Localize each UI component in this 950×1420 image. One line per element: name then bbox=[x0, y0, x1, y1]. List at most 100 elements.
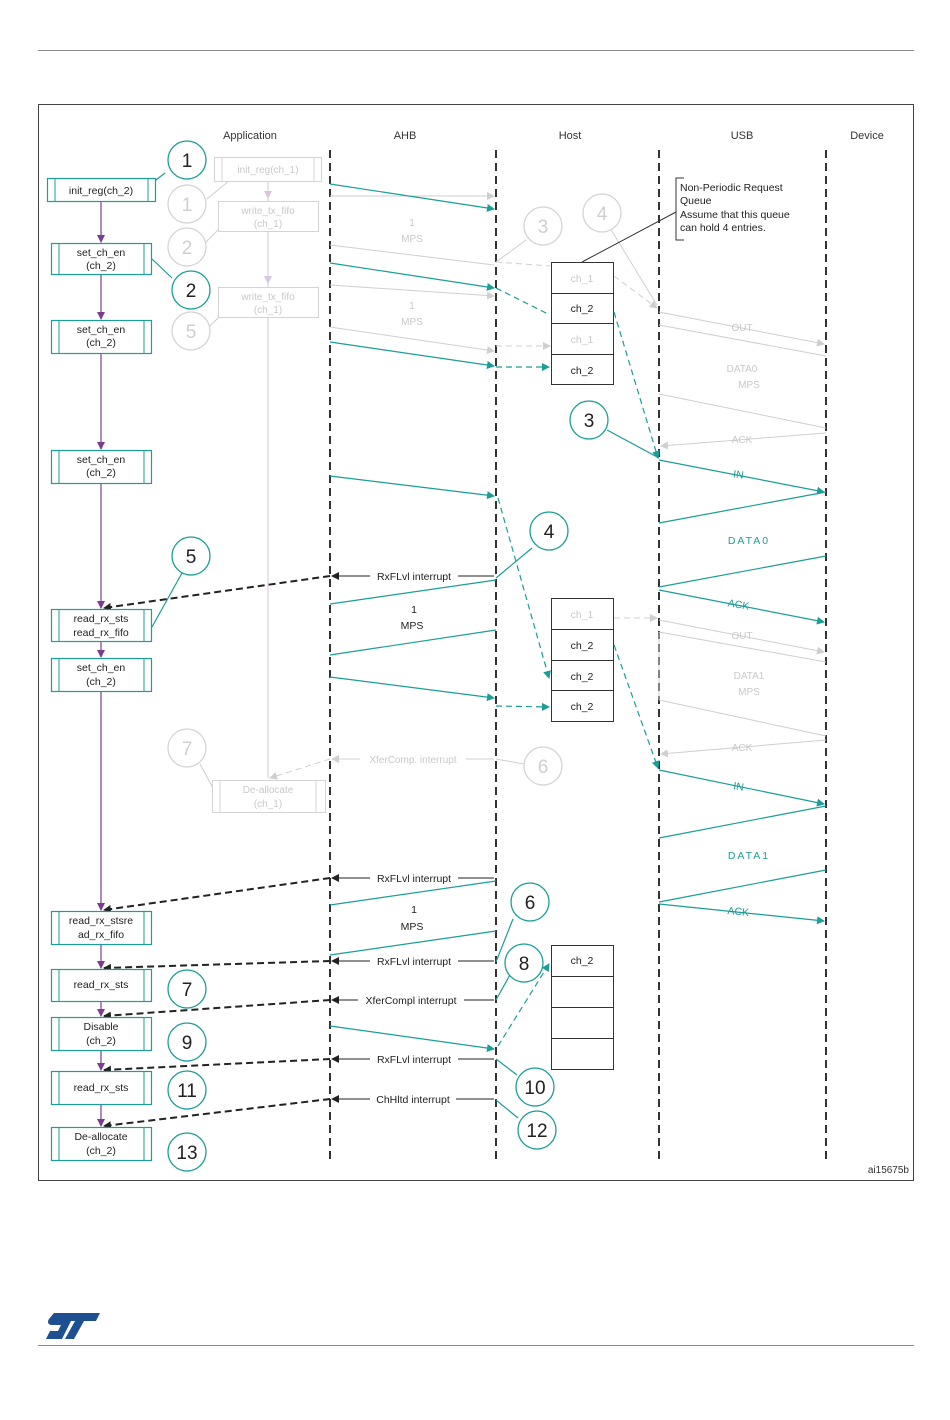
step-5: 5 bbox=[186, 547, 197, 568]
faded-step-2: 2 bbox=[182, 238, 193, 259]
ahb-mps-2-line2: MPS bbox=[401, 921, 424, 933]
queue-note-line4: can hold 4 entries. bbox=[680, 222, 766, 234]
faded-step-4: 4 bbox=[597, 204, 608, 225]
app-deallocate-line2: (ch_2) bbox=[86, 1145, 116, 1157]
faded-init-reg-ch1: init_reg(ch_1) bbox=[237, 165, 298, 176]
ahb-rxflvl-4: RxFLvl interrupt bbox=[377, 1054, 451, 1066]
app-read-rx-stsread-line2: ad_rx_fifo bbox=[78, 929, 124, 941]
app-set-ch-en-4-line2: (ch_2) bbox=[86, 676, 116, 688]
queue-note-line1: Non-Periodic Request bbox=[680, 182, 783, 194]
faded-step-6: 6 bbox=[538, 757, 549, 778]
column-header-host: Host bbox=[559, 130, 582, 142]
app-deallocate-line1: De-allocate bbox=[74, 1131, 127, 1143]
step-11: 11 bbox=[177, 1081, 197, 1102]
faded-deallocate-ch1-line2: (ch_1) bbox=[254, 799, 282, 810]
faded-mps2-line1: 1 bbox=[409, 301, 415, 312]
step-6: 6 bbox=[525, 893, 536, 914]
app-disable-line2: (ch_2) bbox=[86, 1035, 116, 1047]
usb-data1: DATA1 bbox=[728, 850, 770, 862]
faded-step-5: 5 bbox=[186, 322, 197, 343]
faded-mps2-line2: MPS bbox=[401, 317, 423, 328]
queue1-slot-2: ch_2 bbox=[571, 303, 594, 315]
app-set-ch-en-3-line1: set_ch_en bbox=[77, 454, 126, 466]
usb-data0: DATA0 bbox=[728, 535, 770, 547]
queue2-slot-4: ch_2 bbox=[571, 701, 594, 713]
ahb-xfercompl: XferCompl interrupt bbox=[365, 995, 456, 1007]
faded-mps1-line2: MPS bbox=[401, 234, 423, 245]
app-read-rx-sts-2: read_rx_sts bbox=[74, 1082, 129, 1094]
faded-step-7: 7 bbox=[182, 739, 193, 760]
page-bottom-rule bbox=[38, 1345, 914, 1346]
step-8: 8 bbox=[519, 954, 530, 975]
faded-step-3: 3 bbox=[538, 217, 549, 238]
faded-data0-line1: DATA0 bbox=[727, 364, 758, 375]
usb-in-1: IN bbox=[732, 468, 744, 481]
step-9: 9 bbox=[182, 1033, 193, 1054]
usb-ack-2: ACK bbox=[727, 905, 750, 919]
faded-deallocate-ch1-line1: De-allocate bbox=[243, 785, 294, 796]
app-set-ch-en-3-line2: (ch_2) bbox=[86, 467, 116, 479]
queue-note-line2: Queue bbox=[680, 195, 712, 207]
app-set-ch-en-2-line1: set_ch_en bbox=[77, 324, 126, 336]
step-13: 13 bbox=[176, 1143, 197, 1164]
request-queue-2: ch_1 ch_2 ch_2 ch_2 bbox=[551, 598, 614, 722]
faded-mps1-line1: 1 bbox=[409, 218, 415, 229]
faded-xfercomp-interrupt: XferComp. interrupt bbox=[369, 755, 456, 766]
ahb-mps-1-line1: 1 bbox=[411, 604, 417, 616]
step-7: 7 bbox=[182, 980, 193, 1001]
step-1: 1 bbox=[182, 151, 193, 172]
queue1-slot-4: ch_2 bbox=[571, 365, 594, 377]
faded-write-tx-fifo-2-line1: write_tx_fifo bbox=[240, 292, 295, 303]
app-set-ch-en-2-line2: (ch_2) bbox=[86, 337, 116, 349]
request-queue-3: ch_2 bbox=[551, 945, 614, 1070]
request-queue-1: ch_1 ch_2 ch_1 ch_2 bbox=[551, 262, 614, 385]
app-disable-line1: Disable bbox=[83, 1021, 118, 1033]
queue1-slot-1: ch_1 bbox=[571, 273, 594, 285]
step-12: 12 bbox=[526, 1121, 547, 1142]
queue2-slot-3: ch_2 bbox=[571, 671, 594, 683]
app-set-ch-en-1-line2: (ch_2) bbox=[86, 260, 116, 272]
usb-ack-1: ACK bbox=[727, 597, 750, 612]
figure-frame bbox=[38, 104, 914, 1181]
ahb-rxflvl-2: RxFLvl interrupt bbox=[377, 873, 451, 885]
faded-data0-line2: MPS bbox=[738, 380, 760, 391]
faded-out-2: OUT bbox=[731, 631, 752, 642]
column-header-application: Application bbox=[223, 130, 277, 142]
step-10: 10 bbox=[524, 1078, 545, 1099]
step-2: 2 bbox=[186, 281, 197, 302]
figure-id: ai15675b bbox=[868, 1165, 910, 1176]
ahb-chhltd: ChHltd interrupt bbox=[376, 1094, 450, 1106]
faded-step-1: 1 bbox=[182, 195, 193, 216]
column-header-device: Device bbox=[850, 130, 884, 142]
app-set-ch-en-4-line1: set_ch_en bbox=[77, 662, 126, 674]
faded-write-tx-fifo-1-line2: (ch_1) bbox=[254, 219, 282, 230]
step-4: 4 bbox=[544, 522, 555, 543]
usb-in-2: IN bbox=[732, 780, 744, 793]
app-read-rx-sts-fifo-line2: read_rx_fifo bbox=[73, 627, 129, 639]
app-set-ch-en-1-line1: set_ch_en bbox=[77, 247, 126, 259]
faded-ack-2: ACK bbox=[732, 743, 753, 754]
ahb-mps-1-line2: MPS bbox=[401, 620, 424, 632]
app-read-rx-sts-fifo-line1: read_rx_sts bbox=[74, 613, 129, 625]
app-read-rx-sts-1: read_rx_sts bbox=[74, 979, 129, 991]
queue2-slot-2: ch_2 bbox=[571, 640, 594, 652]
column-header-usb: USB bbox=[731, 130, 754, 142]
column-header-ahb: AHB bbox=[394, 130, 417, 142]
app-read-rx-stsread-line1: read_rx_stsre bbox=[69, 915, 133, 927]
app-init-reg-ch2: init_reg(ch_2) bbox=[69, 185, 133, 197]
ahb-rxflvl-3: RxFLvl interrupt bbox=[377, 956, 451, 968]
faded-ack-1: ACK bbox=[732, 435, 753, 446]
queue3-slot-1: ch_2 bbox=[571, 955, 594, 967]
st-logo bbox=[46, 1313, 100, 1339]
page-top-rule bbox=[38, 50, 914, 51]
queue1-slot-3: ch_1 bbox=[571, 334, 594, 346]
faded-write-tx-fifo-2-line2: (ch_1) bbox=[254, 305, 282, 316]
queue-note-line3: Assume that this queue bbox=[680, 209, 790, 221]
faded-data1-line2: MPS bbox=[738, 687, 760, 698]
step-3: 3 bbox=[584, 411, 595, 432]
ahb-rxflvl-1: RxFLvl interrupt bbox=[377, 571, 451, 583]
faded-out-1: OUT bbox=[731, 323, 752, 334]
ahb-mps-2-line1: 1 bbox=[411, 904, 417, 916]
faded-write-tx-fifo-1-line1: write_tx_fifo bbox=[240, 206, 295, 217]
